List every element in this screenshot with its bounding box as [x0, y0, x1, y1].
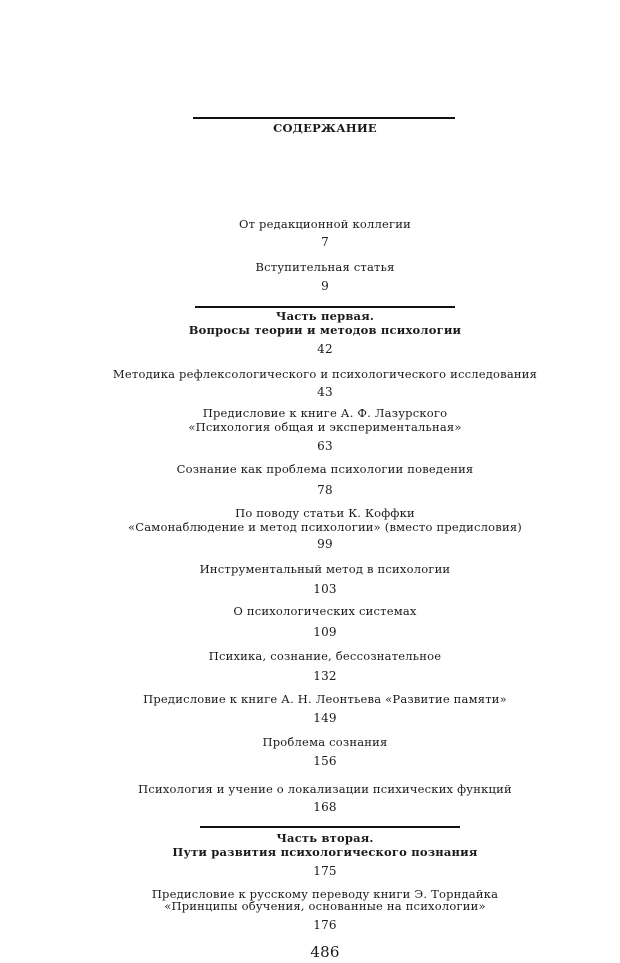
toc-entry-page: 109: [313, 625, 337, 639]
toc-entry-page: 78: [317, 483, 333, 497]
toc-entry-page: 149: [313, 711, 337, 725]
part-page: 42: [317, 342, 333, 356]
toc-entry-title: Методика рефлексологического и психологи…: [112, 367, 538, 381]
toc-entry-title: Психика, сознание, бессознательное: [208, 649, 442, 663]
toc-entry-title: По поводу статьи К. Коффки: [235, 506, 415, 520]
page-title: СОДЕРЖАНИЕ: [273, 121, 377, 135]
toc-entry-page: 156: [313, 754, 337, 768]
toc-entry-page: 99: [317, 537, 333, 551]
toc-entry-title: Сознание как проблема психологии поведен…: [176, 462, 474, 476]
toc-entry-page: 43: [317, 385, 333, 399]
toc-entry-page: 9: [321, 279, 329, 293]
toc-entry-title: О психологических системах: [233, 604, 417, 618]
toc-entry-page: 103: [313, 582, 337, 596]
top-rule: [193, 117, 455, 119]
toc-entry-page: 168: [313, 800, 337, 814]
toc-entry-title-cont: «Психология общая и экспериментальная»: [188, 420, 462, 434]
toc-entry-title: Предисловие к книге А. Ф. Лазурского: [202, 406, 448, 420]
part-title: Вопросы теории и методов психологии: [188, 323, 462, 337]
part-page: 175: [313, 864, 337, 878]
part-rule: [195, 306, 455, 308]
toc-entry-title: Предисловие к книге А. Н. Леонтьева «Раз…: [143, 692, 507, 706]
toc-entry-title: От редакционной коллегии: [239, 217, 411, 231]
toc-entry-page: 63: [317, 439, 333, 453]
toc-entry-title: Вступительная статья: [255, 260, 395, 274]
toc-entry-title-cont: «Принципы обучения, основанные на психол…: [164, 899, 486, 913]
toc-entry-title: Проблема сознания: [262, 735, 388, 749]
part-label: Часть вторая.: [276, 831, 374, 845]
toc-entry-title: Предисловие к русскому переводу книги Э.…: [151, 887, 499, 901]
part-rule: [200, 826, 460, 828]
toc-entry-title: Психология и учение о локализации психич…: [138, 782, 512, 796]
part-title: Пути развития психологического познания: [172, 845, 478, 859]
toc-entry-page: 132: [313, 669, 337, 683]
toc-entry-title-cont: «Самонаблюдение и метод психологии» (вме…: [128, 520, 522, 534]
page-number: 486: [310, 943, 340, 961]
toc-entry-page: 176: [313, 918, 337, 932]
part-label: Часть первая.: [275, 309, 375, 323]
toc-entry-page: 7: [321, 235, 329, 249]
toc-entry-title: Инструментальный метод в психологии: [199, 562, 451, 576]
